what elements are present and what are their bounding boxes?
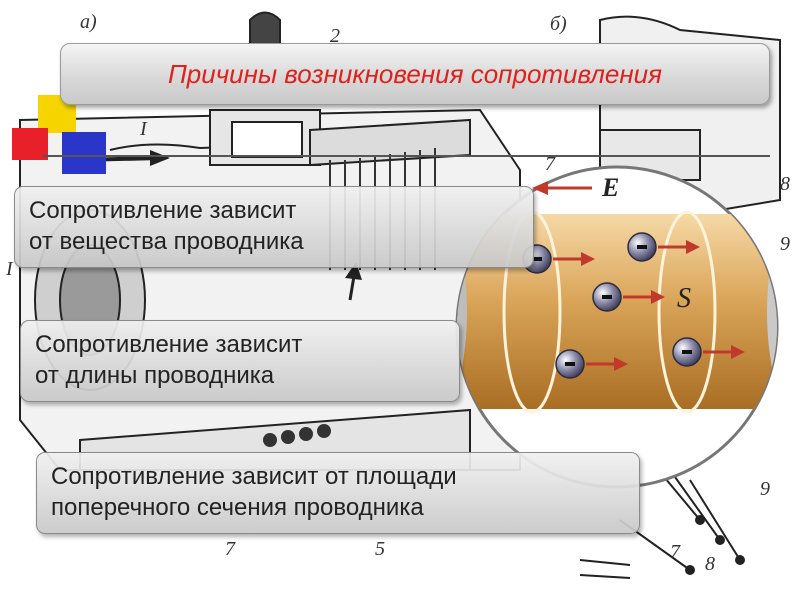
statement-area: Сопротивление зависит от площади попереч…: [36, 452, 640, 534]
slide-title: Причины возникновения сопротивления: [167, 58, 663, 89]
label-8: 8: [780, 173, 790, 195]
label-9: 9: [780, 233, 790, 255]
label-7: 7: [545, 153, 556, 175]
cross-section-right: [657, 210, 717, 414]
electron: [627, 232, 700, 262]
label-2: 2: [330, 25, 340, 47]
label-4: 5: [375, 538, 385, 560]
area-label: S: [677, 283, 691, 314]
current-label-2: I: [5, 258, 14, 280]
label-b: б): [550, 13, 567, 35]
label-a: а): [80, 11, 97, 33]
statement-substance: Сопротивление зависит от вещества провод…: [14, 186, 534, 268]
electron: [592, 282, 665, 312]
field-arrow: [532, 181, 548, 195]
statement-length: Сопротивление зависит от длины проводник…: [20, 320, 460, 402]
label-8b: 8: [705, 553, 715, 575]
deco-square-blue: [62, 132, 106, 174]
label-9b: 9: [760, 478, 770, 500]
statement-substance-line1: Сопротивление зависит: [29, 197, 297, 224]
deco-square-red: [12, 128, 48, 160]
label-7b: 7: [670, 541, 681, 563]
electron: [555, 349, 628, 379]
statement-substance-line2: от вещества проводника: [29, 228, 304, 255]
label-5: 7: [225, 538, 236, 560]
statement-area-line1: Сопротивление зависит от площади: [51, 463, 457, 490]
statement-length-line2: от длины проводника: [35, 362, 275, 389]
current-label: I: [139, 118, 148, 140]
statement-area-line2: поперечного сечения проводника: [51, 494, 424, 521]
field-label: E: [601, 173, 619, 202]
electron: [672, 337, 745, 367]
statement-length-line1: Сопротивление зависит: [35, 331, 303, 358]
title-underline: [42, 155, 770, 157]
title-bar: Причины возникновения сопротивления: [60, 43, 770, 105]
